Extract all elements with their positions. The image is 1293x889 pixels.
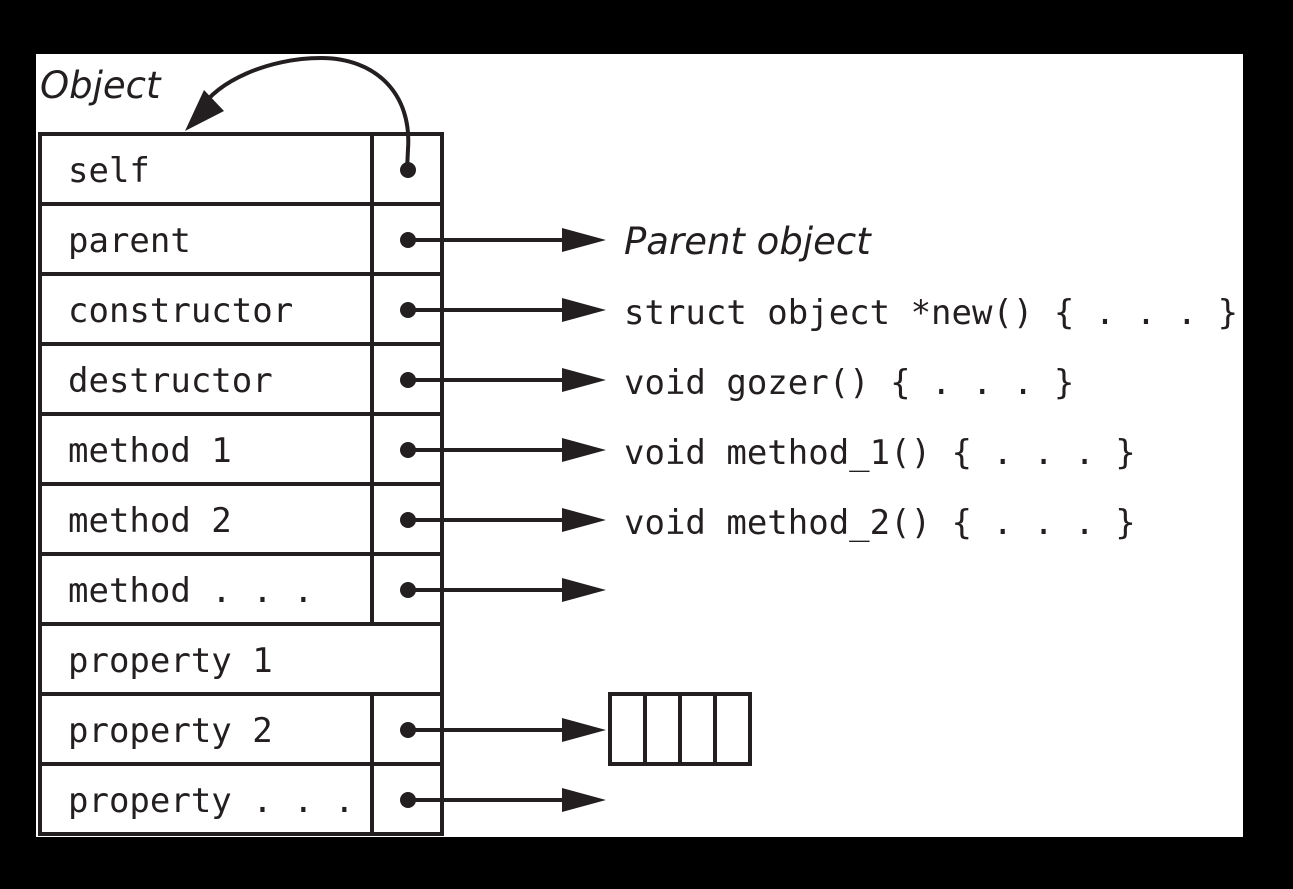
row-label-destructor: destructor	[68, 361, 273, 401]
target-constructor-code: struct object *new() { . . . }	[624, 293, 1238, 333]
row-label-parent: parent	[68, 221, 191, 261]
target-parent-object: Parent object	[624, 220, 872, 263]
pointer-dot-self	[400, 162, 416, 178]
self-loop-arrow	[199, 55, 411, 171]
arrowhead-method-1	[562, 438, 606, 462]
target-destructor-code: void gozer() { . . . }	[624, 363, 1074, 403]
row-label-self: self	[68, 151, 150, 191]
arrowhead-property-2	[562, 718, 606, 742]
row-label-property-more: property . . .	[68, 781, 355, 821]
arrowhead-method-more	[562, 578, 606, 602]
arrowhead-constructor	[562, 298, 606, 322]
row-label-method-1: method 1	[68, 431, 232, 471]
arrowhead-destructor	[562, 368, 606, 392]
object-title: Object	[40, 64, 162, 107]
target-method-2-code: void method_2() { . . . }	[624, 503, 1136, 543]
figure: Object self parent constructor destruc	[36, 54, 1243, 837]
row-label-property-2: property 2	[68, 711, 273, 751]
self-loop-arrowhead	[185, 90, 224, 131]
arrowhead-property-more	[562, 788, 606, 812]
row-label-property-1: property 1	[68, 641, 273, 681]
arrowhead-parent	[562, 228, 606, 252]
object-layout-diagram: Object self parent constructor destruc	[38, 55, 1238, 836]
row-label-method-2: method 2	[68, 501, 232, 541]
row-label-method-more: method . . .	[68, 571, 314, 611]
property-2-array	[608, 692, 752, 766]
row-label-constructor: constructor	[68, 291, 293, 331]
target-method-1-code: void method_1() { . . . }	[624, 433, 1136, 473]
arrowhead-method-2	[562, 508, 606, 532]
